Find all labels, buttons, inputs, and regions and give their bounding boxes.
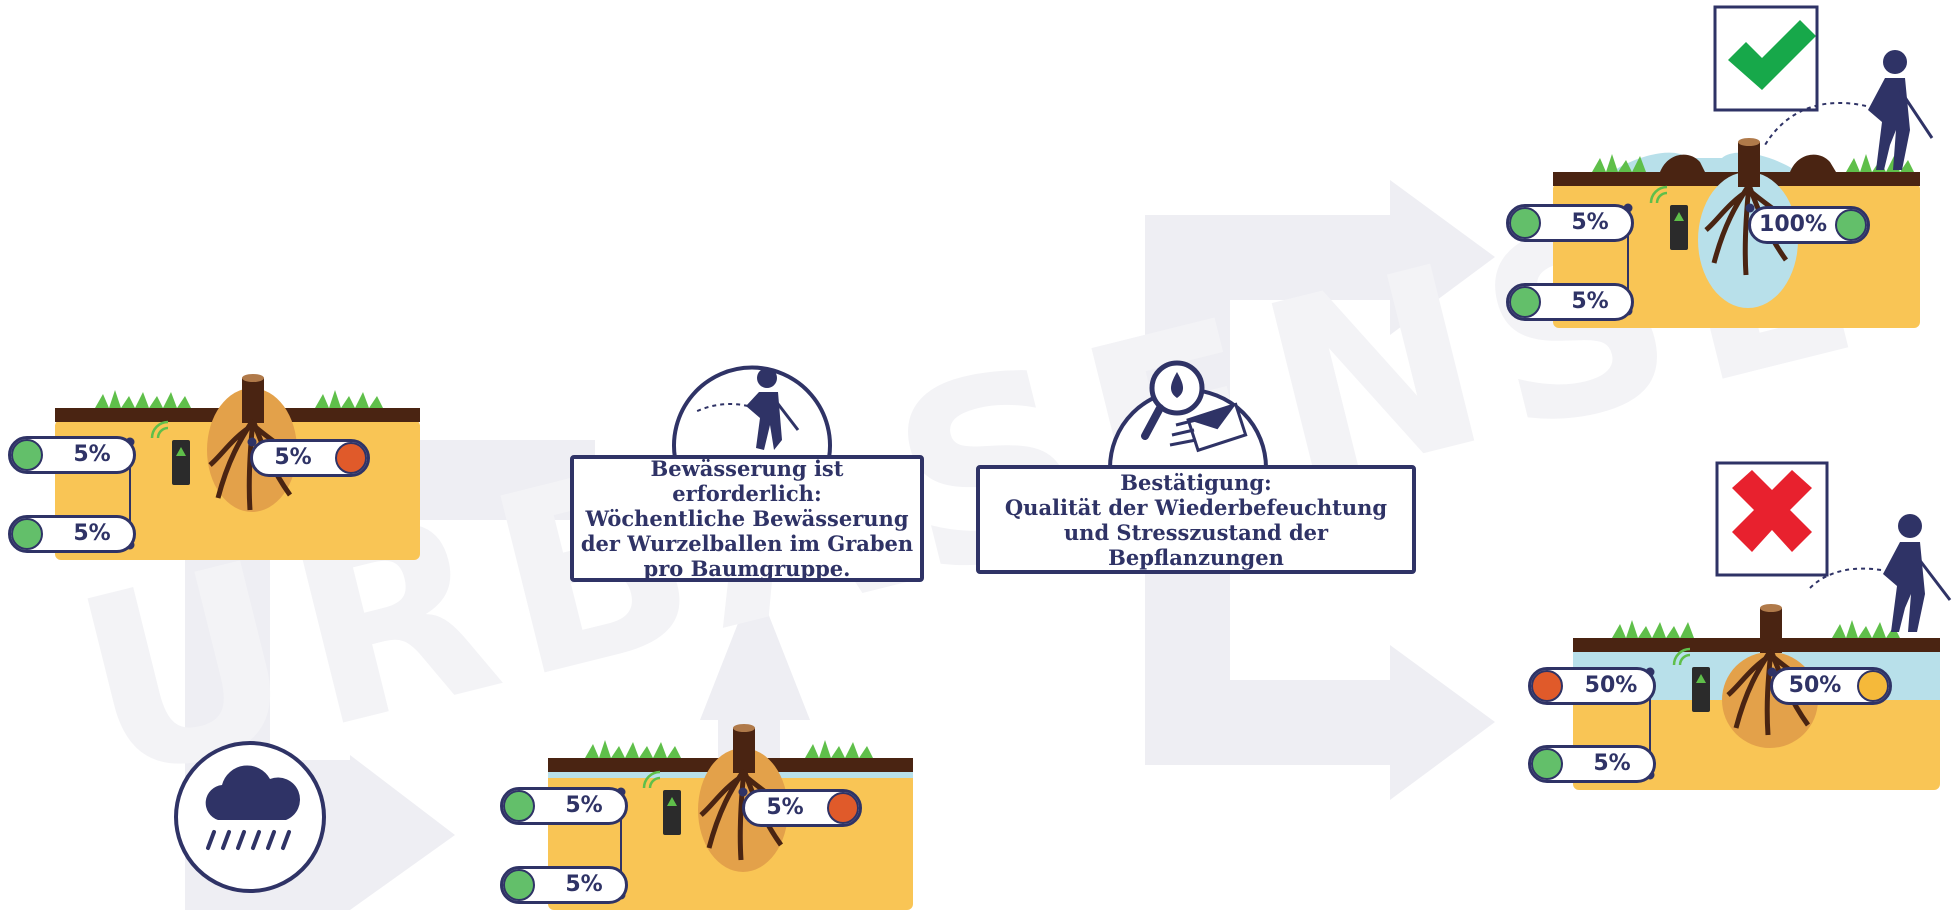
- moisture-value: 5%: [1571, 289, 1609, 314]
- arrow-up-to-watering-box: [700, 580, 810, 725]
- gauge-initial-shallow: 5%: [8, 436, 136, 474]
- rain-cloud-icon: [205, 765, 301, 820]
- watering-required-line-1: Bewässerung ist erforderlich:: [650, 456, 844, 506]
- sensor-probe: [1692, 667, 1710, 712]
- status-dot: [1531, 748, 1563, 780]
- gardener-watering-icon: [1883, 542, 1925, 632]
- gardener-head-icon: [1883, 50, 1907, 74]
- gauge-initial-rootball: 5%: [250, 439, 370, 477]
- gauge-good-rootball: 100%: [1748, 206, 1870, 244]
- wireless-signal-icon: [1672, 647, 1691, 666]
- gauge-good-deep: 5%: [1506, 283, 1634, 321]
- status-dot: [335, 442, 367, 474]
- sensor-logo-icon: [1696, 674, 1706, 683]
- moisture-value: 50%: [1584, 673, 1638, 698]
- gardener-watering-icon: [1868, 78, 1910, 170]
- trunk-top: [242, 374, 264, 382]
- status-dot: [11, 439, 43, 471]
- gauge-rain-deep: 5%: [500, 866, 628, 904]
- topsoil-layer: [1573, 638, 1940, 652]
- scene-result-good: [1553, 5, 1934, 328]
- moisture-value: 5%: [274, 445, 312, 470]
- tree-trunk: [1760, 608, 1782, 653]
- wireless-signal-icon: [150, 420, 169, 439]
- soil-mound: [1790, 154, 1836, 172]
- status-dot: [1835, 209, 1867, 241]
- grass-icon: [805, 740, 873, 758]
- envelope-icon: [1186, 402, 1248, 453]
- cross-icon: [1732, 470, 1812, 552]
- sensor-logo-icon: [667, 797, 677, 806]
- gauge-bad-rootball: 50%: [1770, 667, 1892, 705]
- confirmation-line-3: und Stresszustand der Bepflanzungen: [1063, 519, 1329, 570]
- gardener-watering-icon: [746, 392, 782, 450]
- soil-mound: [1660, 154, 1705, 172]
- moisture-value: 5%: [1571, 210, 1609, 235]
- sensor-logo-icon: [176, 447, 186, 456]
- water-stream-icon: [694, 403, 749, 413]
- watering-icon-dome: [672, 365, 832, 460]
- scene-result-bad: [1573, 461, 1952, 790]
- confirmation-icon-dome: [1107, 360, 1269, 470]
- trunk-top: [1738, 138, 1760, 146]
- moisture-value: 5%: [73, 521, 111, 546]
- moisture-value: 5%: [565, 872, 603, 897]
- grass-icon: [1592, 154, 1646, 172]
- gauge-good-shallow: 5%: [1506, 204, 1634, 242]
- status-dot: [1509, 286, 1541, 318]
- grass-icon: [1612, 620, 1694, 638]
- moisture-value: 50%: [1788, 673, 1842, 698]
- status-dot: [11, 518, 43, 550]
- grass-icon: [95, 390, 191, 408]
- gauge-initial-deep: 5%: [8, 515, 136, 553]
- arrow-to-good-result: [1145, 180, 1495, 335]
- check-icon: [1728, 20, 1816, 90]
- sensor-logo-icon: [1674, 212, 1684, 221]
- watering-required-line-3: der Wurzelballen im Graben: [580, 531, 914, 556]
- gauge-rain-shallow: 5%: [500, 787, 628, 825]
- confirmation-line-1: Bestätigung:: [1120, 469, 1272, 495]
- sensor-probe: [663, 790, 681, 835]
- moisture-value: 5%: [73, 442, 111, 467]
- sensor-probe: [1670, 205, 1688, 250]
- rain-drops-icon: [206, 830, 291, 850]
- status-dot: [1509, 207, 1541, 239]
- gardener-head-icon: [757, 368, 777, 388]
- tree-trunk: [242, 378, 264, 423]
- watering-required-line-2: Wöchentliche Bewässerung: [585, 506, 909, 531]
- gardener-head-icon: [1898, 514, 1922, 538]
- confirmation-box: Bestätigung: Qualität der Wiederbefeucht…: [976, 465, 1416, 574]
- wireless-signal-icon: [1649, 185, 1668, 204]
- trunk-top: [733, 724, 755, 732]
- moisture-value: 5%: [766, 795, 804, 820]
- watering-required-box: Bewässerung ist erforderlich: Wöchentlic…: [570, 455, 924, 582]
- tree-trunk: [733, 728, 755, 773]
- grass-icon: [1832, 620, 1900, 638]
- gauge-bad-deep: 5%: [1528, 745, 1656, 783]
- moisture-value: 100%: [1759, 212, 1827, 237]
- gauge-bad-shallow: 50%: [1528, 667, 1656, 705]
- water-drop-icon: [1170, 372, 1184, 398]
- arrow-to-bad-result: [1145, 645, 1495, 800]
- status-dot: [503, 790, 535, 822]
- wireless-signal-icon: [642, 770, 661, 789]
- sensor-probe: [172, 440, 190, 485]
- confirmation-line-2: Qualität der Wiederbefeuchtung: [1004, 494, 1388, 520]
- status-dot: [1531, 670, 1563, 702]
- grass-icon: [315, 390, 383, 408]
- gauge-rain-rootball: 5%: [742, 789, 862, 827]
- status-dot: [1857, 670, 1889, 702]
- grass-icon: [585, 740, 681, 758]
- trunk-top: [1760, 604, 1782, 612]
- status-dot: [827, 792, 859, 824]
- moisture-value: 5%: [1593, 751, 1631, 776]
- watering-required-line-4: pro Baumgruppe.: [643, 556, 851, 581]
- tree-trunk: [1738, 142, 1760, 187]
- status-dot: [503, 869, 535, 901]
- moisture-value: 5%: [565, 793, 603, 818]
